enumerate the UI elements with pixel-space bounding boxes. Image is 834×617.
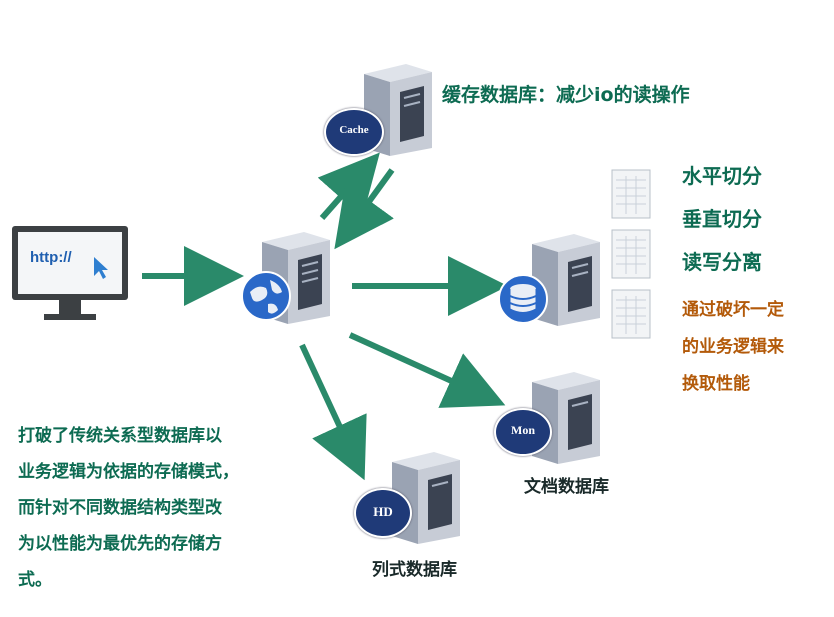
tradeoff-line: 的业务逻辑来 [682, 337, 784, 357]
nosql-note-line: 式。 [18, 570, 52, 590]
relational-db-server [498, 234, 610, 330]
tradeoff-line: 换取性能 [682, 374, 750, 394]
tradeoff-note: 通过破坏一定 的业务逻辑来 换取性能 [682, 292, 784, 403]
nosql-note: 打破了传统关系型数据库以 业务逻辑为依据的存储模式， 而针对不同数据结构类型改 … [18, 418, 239, 598]
arrow-server-to-mon [348, 332, 506, 408]
tradeoff-line: 通过破坏一定 [682, 300, 784, 320]
hd-badge: HD [354, 488, 412, 538]
web-server [241, 232, 340, 328]
cache-caption: 缓存数据库：减少io的读操作 [442, 84, 690, 106]
cache-badge-text: Cache [339, 124, 369, 136]
arrow-server-to-hd [299, 343, 367, 481]
url-text: http:// [30, 249, 72, 266]
sheet-icon [611, 169, 651, 219]
columnar-db-label: 列式数据库 [372, 560, 457, 580]
database-icon [498, 274, 548, 324]
nosql-note-line: 打破了传统关系型数据库以 [18, 426, 222, 446]
mon-badge-text: Mon [511, 423, 535, 437]
browser-monitor: http:// [12, 224, 130, 328]
cache-badge: Cache [324, 108, 384, 156]
document-db-server: Mon [494, 372, 610, 468]
cursor-icon [94, 257, 108, 279]
nosql-note-line: 业务逻辑为依据的存储模式， [18, 462, 239, 482]
shard-horizontal-label: 水平切分 [682, 164, 762, 188]
sheet-icon [611, 229, 651, 279]
sheet-icon [611, 289, 651, 339]
document-db-label: 文档数据库 [524, 477, 609, 497]
arrow-server-to-cache [317, 152, 380, 220]
mon-badge: Mon [494, 408, 552, 456]
nosql-note-line: 而针对不同数据结构类型改 [18, 498, 222, 518]
arrow-cache-to-server [334, 168, 395, 250]
shard-vertical-label: 垂直切分 [682, 207, 762, 231]
nosql-note-line: 为以性能为最优先的存储方 [18, 534, 222, 554]
rw-split-label: 读写分离 [682, 250, 762, 274]
columnar-db-server: HD [354, 452, 470, 548]
hd-badge-text: HD [373, 504, 393, 519]
cache-server: Cache [324, 64, 442, 160]
globe-icon [241, 271, 291, 321]
shard-sheets [608, 166, 656, 346]
